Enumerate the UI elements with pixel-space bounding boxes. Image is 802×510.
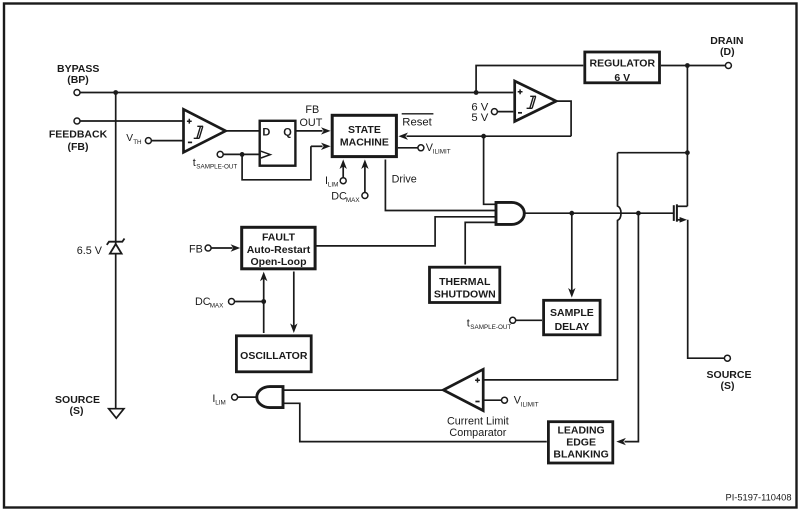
svg-text:Reset: Reset	[402, 116, 432, 128]
svg-text:MACHINE: MACHINE	[340, 137, 389, 149]
svg-text:DC: DC	[331, 191, 347, 203]
svg-text:THERMAL: THERMAL	[439, 276, 491, 288]
svg-text:(S): (S)	[721, 380, 735, 392]
svg-text:LIM: LIM	[215, 399, 226, 406]
svg-text:Open-Loop: Open-Loop	[251, 256, 307, 268]
svg-text:V: V	[426, 142, 434, 154]
svg-text:TH: TH	[133, 139, 142, 146]
svg-text:DC: DC	[195, 296, 211, 308]
svg-text:BLANKING: BLANKING	[553, 448, 608, 460]
svg-text:PI-5197-110408: PI-5197-110408	[726, 492, 792, 502]
svg-text:SOURCE: SOURCE	[55, 394, 100, 406]
svg-text:FB: FB	[305, 104, 319, 116]
svg-text:SAMPLE-OUT: SAMPLE-OUT	[470, 324, 511, 331]
svg-text:FAULT: FAULT	[262, 232, 296, 244]
svg-text:Q: Q	[283, 126, 292, 138]
svg-text:SHUTDOWN: SHUTDOWN	[434, 289, 496, 301]
svg-text:I: I	[325, 175, 328, 187]
svg-text:(FB): (FB)	[68, 141, 89, 153]
svg-text:BYPASS: BYPASS	[57, 63, 99, 75]
svg-text:STATE: STATE	[348, 124, 381, 136]
svg-text:MAX: MAX	[210, 303, 224, 310]
svg-text:OUT: OUT	[300, 117, 323, 129]
svg-text:EDGE: EDGE	[566, 437, 596, 449]
svg-text:t: t	[467, 317, 470, 329]
svg-text:FEEDBACK: FEEDBACK	[49, 128, 108, 140]
svg-text:LEADING: LEADING	[557, 425, 604, 437]
svg-text:SAMPLE: SAMPLE	[550, 307, 594, 319]
svg-text:6.5 V: 6.5 V	[77, 245, 103, 257]
svg-text:V: V	[126, 133, 133, 144]
svg-text:SAMPLE-OUT: SAMPLE-OUT	[196, 164, 237, 171]
svg-text:(BP): (BP)	[67, 74, 89, 86]
svg-text:DELAY: DELAY	[555, 321, 590, 333]
svg-text:ILIMIT: ILIMIT	[433, 149, 451, 156]
svg-text:Current Limit: Current Limit	[447, 415, 509, 427]
svg-text:6 V: 6 V	[471, 102, 488, 114]
svg-text:Auto-Restart: Auto-Restart	[247, 244, 311, 256]
svg-text:Comparator: Comparator	[449, 427, 506, 439]
svg-text:D: D	[262, 126, 270, 138]
svg-text:ILIMIT: ILIMIT	[521, 401, 539, 408]
svg-text:5 V: 5 V	[471, 112, 488, 124]
svg-text:MAX: MAX	[346, 197, 360, 204]
svg-text:FB: FB	[189, 243, 203, 255]
svg-text:I: I	[212, 393, 215, 405]
svg-text:LIM: LIM	[328, 181, 339, 188]
svg-text:6 V: 6 V	[614, 72, 630, 84]
svg-text:DRAIN: DRAIN	[710, 35, 743, 47]
svg-text:REGULATOR: REGULATOR	[590, 58, 656, 70]
svg-text:(D): (D)	[720, 46, 735, 58]
svg-text:(S): (S)	[70, 405, 84, 417]
svg-text:OSCILLATOR: OSCILLATOR	[240, 350, 308, 362]
svg-text:SOURCE: SOURCE	[707, 369, 752, 381]
svg-text:Drive: Drive	[392, 174, 417, 186]
svg-text:t: t	[193, 157, 196, 169]
svg-text:V: V	[514, 395, 522, 407]
